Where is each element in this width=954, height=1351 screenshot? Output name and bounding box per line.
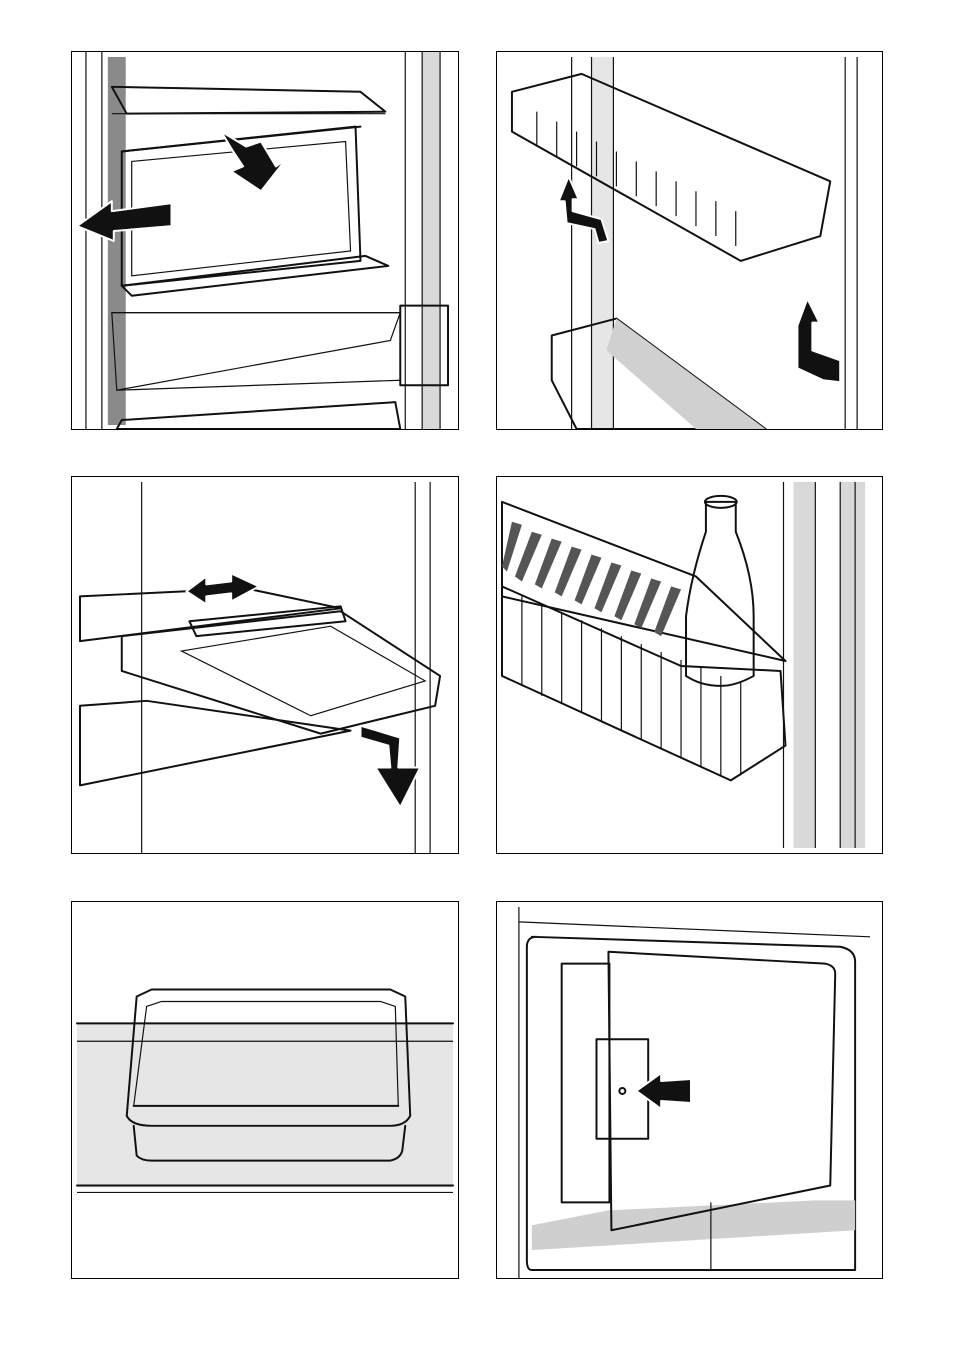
door-shelf-lift-figure bbox=[497, 52, 882, 429]
drawer-removal-figure bbox=[72, 52, 458, 429]
door-shelf-upper bbox=[512, 74, 830, 261]
illustration-sliding-tray bbox=[71, 476, 459, 854]
arrow-up-curved-icon bbox=[797, 299, 840, 383]
glass-shelf bbox=[112, 87, 386, 114]
bottle-icon bbox=[686, 502, 754, 686]
illustration-freezer-door-handle bbox=[496, 901, 883, 1279]
illustration-storage-box bbox=[71, 901, 459, 1279]
inner-shade bbox=[562, 964, 610, 1203]
arrow-left-right-icon bbox=[186, 573, 259, 604]
storage-box-figure bbox=[72, 902, 458, 1278]
crisper-lid bbox=[117, 402, 400, 429]
arrow-down-icon bbox=[360, 726, 420, 808]
illustration-door-shelf-lift bbox=[496, 51, 883, 430]
left-wall-shade bbox=[108, 57, 126, 425]
freezer-door-figure bbox=[497, 902, 882, 1278]
illustration-bottle-shelf bbox=[496, 476, 883, 854]
arrow-down-icon bbox=[221, 132, 286, 192]
illustration-drawer-removal bbox=[71, 51, 459, 430]
arrow-left-icon bbox=[636, 1073, 691, 1109]
sliding-tray-figure bbox=[72, 477, 458, 853]
bottle-shelf-figure bbox=[497, 477, 882, 853]
